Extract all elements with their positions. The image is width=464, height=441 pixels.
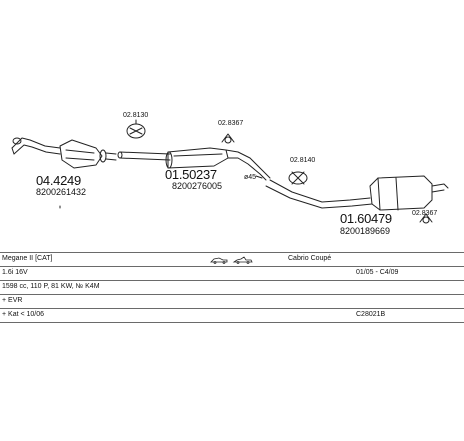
body-type: Cabrio Coupé (288, 255, 332, 262)
model-label: Megane II [CAT] (2, 255, 53, 262)
part-number-2: 01.50237 (165, 167, 217, 182)
table-line (0, 266, 464, 267)
hanger-02-8367-top (221, 133, 235, 144)
table-line (0, 252, 464, 253)
accessory-code-1: 02.8130 (123, 112, 149, 119)
exhaust-drawing (11, 119, 449, 224)
euro-note: + EVR (2, 297, 23, 304)
table-line (0, 294, 464, 295)
table-line (0, 280, 464, 281)
table-line (0, 322, 464, 323)
pipe-diameter: ø45 (244, 174, 257, 181)
cat-note: + Kat < 10/06 (2, 311, 45, 318)
accessory-code-2: 02.8367 (218, 120, 244, 127)
engine-label: 1.6i 16V (2, 269, 28, 276)
oe-number-2: 8200276005 (172, 181, 223, 191)
hanger-02-8367-rear (419, 213, 433, 224)
part-number-1: 04.4249 (36, 173, 81, 188)
accessory-code-4: 02.8367 (412, 210, 438, 217)
table-line (0, 308, 464, 309)
hanger-02-8130 (126, 119, 146, 139)
car-body-icons (210, 256, 253, 264)
oe-number-1: 8200261432 (36, 187, 87, 197)
catalogue-code: C28021B (356, 311, 386, 318)
production-range: 01/05 - C4/09 (356, 269, 399, 276)
middle-silencer-part (117, 147, 271, 181)
catalytic-converter-part (11, 137, 117, 169)
cabrio-car-icon (232, 256, 253, 263)
accessory-code-3: 02.8140 (290, 157, 316, 164)
engine-specs: 1598 cc, 110 P, 81 KW, № K4M (2, 283, 100, 290)
rear-silencer-part (265, 175, 449, 211)
part-number-3: 01.60479 (340, 211, 392, 226)
hanger-02-8140 (288, 171, 308, 185)
oe-number-3: 8200189669 (340, 226, 391, 236)
coupe-car-icon (210, 257, 228, 263)
